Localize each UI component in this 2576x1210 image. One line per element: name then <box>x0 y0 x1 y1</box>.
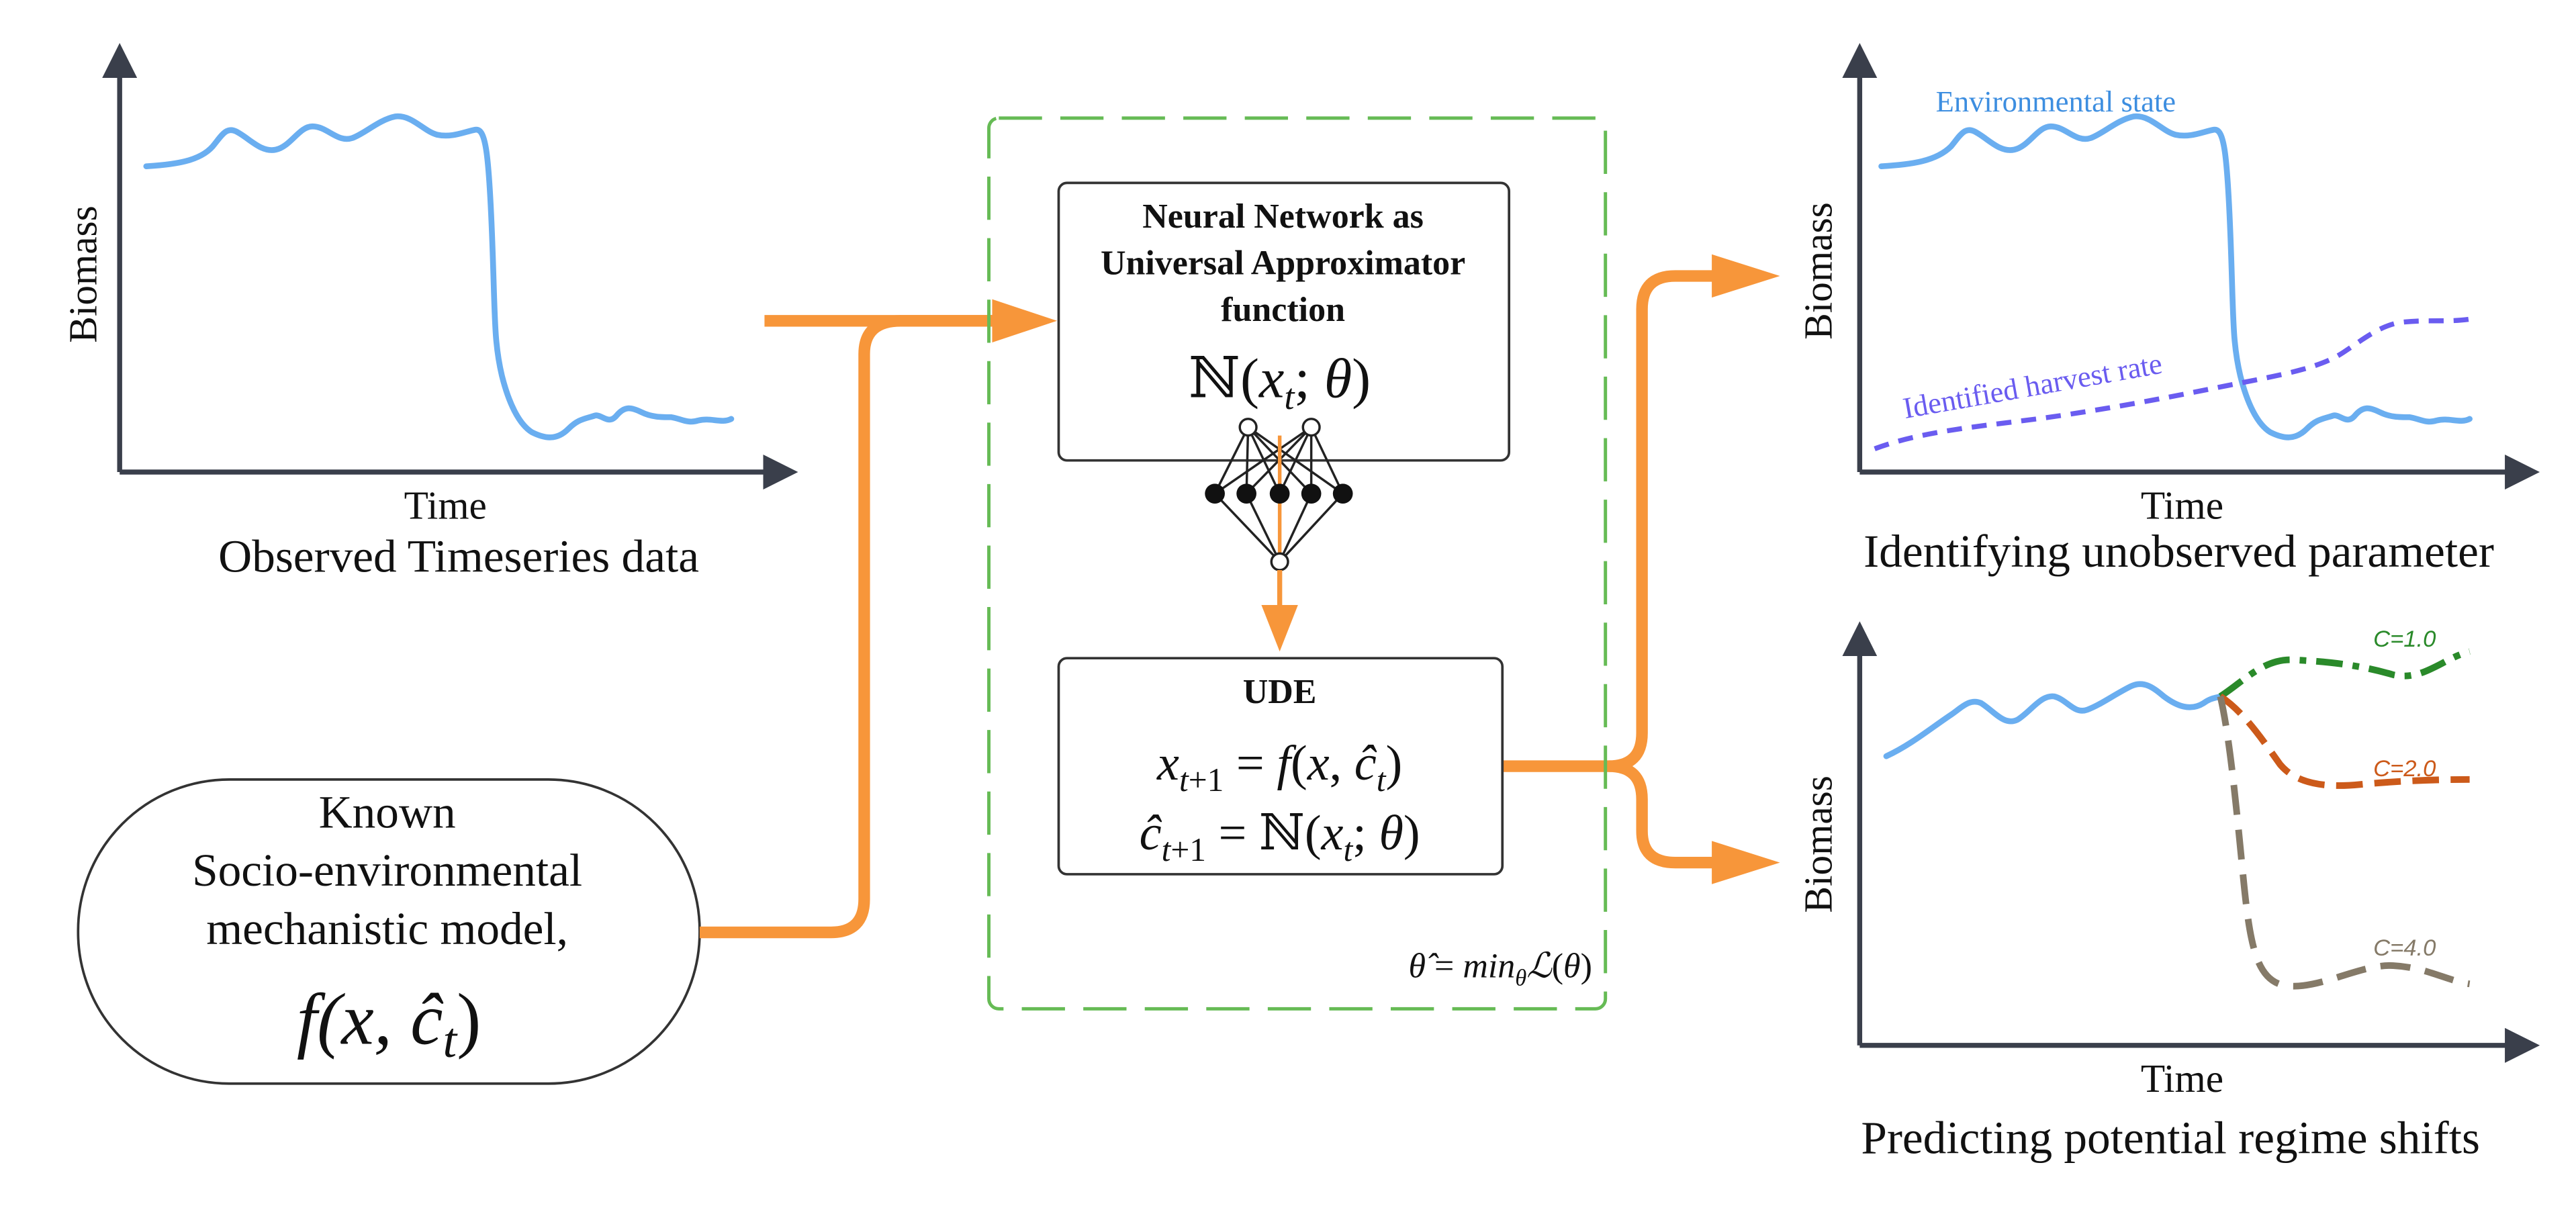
neural-network-box: Neural Network as Universal Approximator… <box>1057 181 1511 462</box>
arrowhead-into-ude <box>1261 605 1298 652</box>
arrowhead-to-identify <box>1712 254 1780 298</box>
neural-network-icon <box>1205 418 1353 571</box>
predict-y-axis-label: Biomass <box>1796 776 1840 913</box>
scenario-c2-label: C=2.0 <box>2373 756 2436 782</box>
predict-regime-panel: C=1.0 C=2.0 C=4.0 Biomass Time Predictin… <box>1796 621 2540 1164</box>
nn-line-2: Universal Approximator <box>1101 244 1465 283</box>
observed-biomass-line <box>143 113 735 440</box>
identify-parameter-panel: Environmental state Identified harvest r… <box>1796 43 2540 577</box>
flow-arrows <box>699 270 1718 939</box>
observed-timeseries-panel: Biomass Time Observed Timeseries data <box>61 43 798 582</box>
scenario-c4-label: C=4.0 <box>2373 935 2436 961</box>
neural-network-outline <box>1057 181 1511 462</box>
nn-line-3: function <box>1221 291 1345 329</box>
arrowhead-to-predict <box>1712 841 1780 884</box>
scenario-c2-line <box>2218 693 2470 789</box>
nn-line-1: Neural Network as <box>1142 197 1424 236</box>
identify-caption: Identifying unobserved parameter <box>1864 525 2494 577</box>
arrow-ude-branch-bottom <box>1608 760 1718 869</box>
scenario-c4-line <box>2217 696 2471 990</box>
arrowhead-into-nn <box>992 299 1057 342</box>
identify-x-axis-label: Time <box>2141 483 2223 527</box>
harvest-rate-line <box>1874 316 2471 451</box>
arrow-model-to-nn <box>699 315 997 939</box>
ude-equation-1: xt+1 = f(x, ĉt) <box>1156 736 1402 798</box>
mechanistic-model-box: Known Socio-environmental mechanistic mo… <box>77 778 701 1085</box>
mechanistic-equation: f(x, ĉt) <box>297 978 481 1068</box>
ude-outline <box>1057 657 1504 876</box>
observed-y-axis-label: Biomass <box>61 205 105 343</box>
scenario-c1-label: C=1.0 <box>2373 626 2436 652</box>
scenario-c1-line <box>2218 648 2471 700</box>
arrow-ude-branch-top <box>1502 270 1718 772</box>
harvest-rate-label: Identified harvest rate <box>1900 346 2164 425</box>
ude-title: UDE <box>1243 673 1317 711</box>
identify-y-axis-label: Biomass <box>1796 202 1840 340</box>
environmental-state-line <box>1878 113 2473 440</box>
ude-training-frame <box>987 116 1608 1011</box>
nn-equation: ℕ(xt; θ) <box>1189 345 1371 417</box>
mechanistic-line-1: Known <box>319 786 456 838</box>
predict-history-line <box>1883 681 2223 759</box>
environmental-state-label: Environmental state <box>1936 85 2176 118</box>
predict-caption: Predicting potential regime shifts <box>1861 1112 2480 1164</box>
mechanistic-line-2: Socio-environmental <box>192 844 582 896</box>
mechanistic-line-3: mechanistic model, <box>206 902 568 954</box>
ude-equation-2: ĉt+1 = ℕ(xt; θ) <box>1140 803 1420 868</box>
ude-box: UDE xt+1 = f(x, ĉt) ĉt+1 = ℕ(xt; θ) <box>1057 657 1504 876</box>
observed-caption: Observed Timeseries data <box>218 530 699 582</box>
observed-x-axis-label: Time <box>404 483 487 527</box>
predict-x-axis-label: Time <box>2141 1056 2223 1101</box>
loss-formula: θ̂ = minθℒ(θ) <box>1409 947 1592 990</box>
